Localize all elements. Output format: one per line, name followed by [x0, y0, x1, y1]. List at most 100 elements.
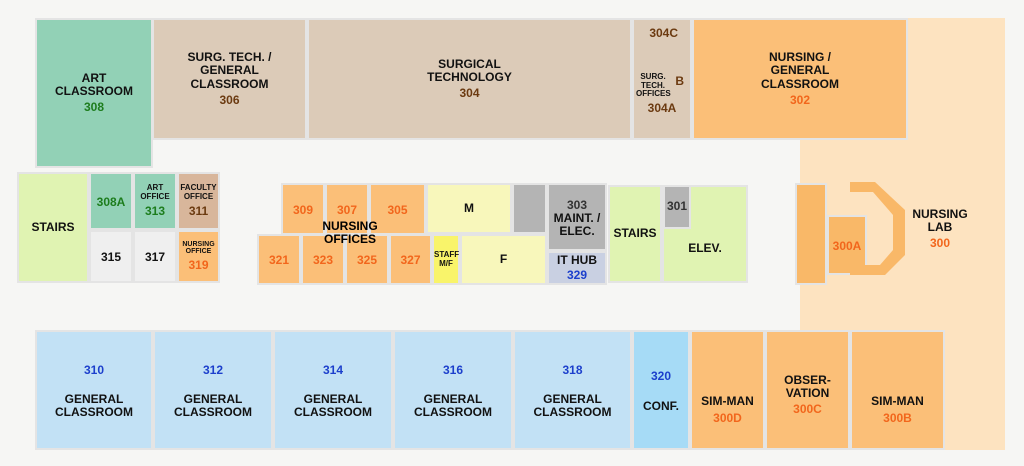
room-number: 306: [219, 92, 240, 107]
room-number: 323: [312, 253, 334, 268]
room-number: 327: [400, 253, 421, 268]
stairs-east[interactable]: STAIRS: [608, 185, 662, 283]
room-300a[interactable]: 300A: [827, 215, 867, 275]
room-label: STAIRS: [31, 219, 75, 234]
room-label: SURG. TECH. / GENERAL CLASSROOM: [187, 50, 272, 91]
room-label: F: [499, 251, 508, 266]
room-label: SURGICAL TECHNOLOGY: [427, 56, 512, 84]
room-number: 318: [562, 362, 583, 377]
room-label: GENERAL CLASSROOM: [294, 391, 372, 420]
room-label: MAINT. / ELEC.: [553, 210, 601, 239]
room-number: 300: [929, 236, 951, 251]
room-label: IT HUB: [557, 253, 597, 268]
room-number: 317: [144, 250, 166, 265]
restroom-staff[interactable]: STAFF M/F: [432, 234, 460, 285]
room-label: GENERAL CLASSROOM: [533, 391, 612, 420]
room-label: ELEV.: [688, 241, 722, 256]
room-308a[interactable]: 308A: [89, 172, 133, 230]
room-313[interactable]: ART OFFICE 313: [133, 172, 177, 230]
room-number: 303: [566, 197, 588, 212]
room-317[interactable]: 317: [133, 230, 177, 283]
room-label: GENERAL CLASSROOM: [414, 391, 492, 420]
room-number: 311: [188, 203, 209, 218]
room-number: 300B: [883, 410, 912, 425]
room-305[interactable]: 305: [369, 183, 426, 235]
room-number: 309: [292, 202, 314, 217]
room-label: SIM-MAN: [701, 394, 754, 409]
room-number: 316: [442, 362, 464, 377]
room-number: 308: [83, 100, 105, 115]
room-number: 325: [356, 253, 378, 268]
room-number: 320: [650, 369, 672, 384]
room-325[interactable]: 325: [345, 234, 389, 285]
room-label: SURG. TECH. OFFICES: [636, 71, 671, 99]
room-321[interactable]: 321: [257, 234, 301, 285]
room-number: 300D: [713, 410, 742, 425]
room-number: 300C: [793, 402, 822, 417]
room-308[interactable]: ART CLASSROOM 308: [35, 18, 153, 168]
room-number: 308A: [96, 194, 126, 209]
nursing-offices-label: NURSING OFFICES: [322, 219, 378, 247]
room-307[interactable]: 307: [325, 183, 369, 235]
room-number: 319: [188, 258, 209, 273]
room-number: 304: [459, 86, 480, 101]
room-304a[interactable]: 304C B SURG. TECH. OFFICES 304A: [632, 18, 692, 140]
room-number: 312: [202, 362, 224, 377]
room-label: FACULTY OFFICE: [180, 183, 217, 201]
room-number: 307: [336, 202, 358, 217]
room-311[interactable]: FACULTY OFFICE 311: [177, 172, 220, 230]
elevator[interactable]: ELEV.: [662, 185, 748, 283]
room-315[interactable]: 315: [89, 230, 133, 283]
room-301[interactable]: 301: [663, 185, 691, 229]
stairs-west[interactable]: STAIRS: [17, 172, 89, 283]
restroom-men[interactable]: M: [426, 183, 512, 234]
room-319[interactable]: NURSING OFFICE 319: [177, 230, 220, 283]
room-304[interactable]: SURGICAL TECHNOLOGY 304: [307, 18, 632, 140]
room-label: CONF.: [643, 398, 679, 413]
room-label: ART CLASSROOM: [55, 70, 133, 98]
room-number: 310: [83, 362, 105, 377]
utility-closet: [512, 183, 547, 234]
room-label: NURSING / GENERAL CLASSROOM: [761, 50, 839, 91]
nursing-station-counter: [850, 182, 905, 275]
room-number-304b: B: [675, 74, 684, 88]
room-label: OBSER- VATION: [784, 372, 831, 400]
room-number: 304A: [647, 101, 677, 116]
room-number: 315: [100, 250, 122, 265]
room-label: GENERAL CLASSROOM: [174, 391, 252, 420]
room-label: STAFF M/F: [434, 249, 460, 268]
room-label: NURSING OFFICE: [182, 240, 215, 256]
room-323[interactable]: 323: [301, 234, 345, 285]
room-label: M: [464, 200, 474, 215]
room-number: 300A: [832, 238, 862, 253]
room-label: SIM-MAN: [871, 394, 924, 409]
lab-counter: [795, 183, 827, 285]
room-300c[interactable]: OBSER- VATION 300C: [765, 330, 850, 450]
restroom-women[interactable]: F: [460, 234, 547, 285]
room-number: 305: [387, 202, 408, 217]
room-number: 302: [789, 92, 811, 107]
room-number: 301: [666, 199, 688, 214]
room-327[interactable]: 327: [389, 234, 432, 285]
room-number: 314: [322, 362, 344, 377]
room-309[interactable]: 309: [281, 183, 325, 235]
room-label: ART OFFICE: [140, 183, 170, 201]
room-number: 313: [144, 203, 166, 218]
room-number: 329: [566, 267, 588, 282]
room-label: GENERAL CLASSROOM: [55, 391, 133, 420]
room-label: STAIRS: [613, 226, 657, 241]
room-number: 321: [268, 253, 290, 268]
